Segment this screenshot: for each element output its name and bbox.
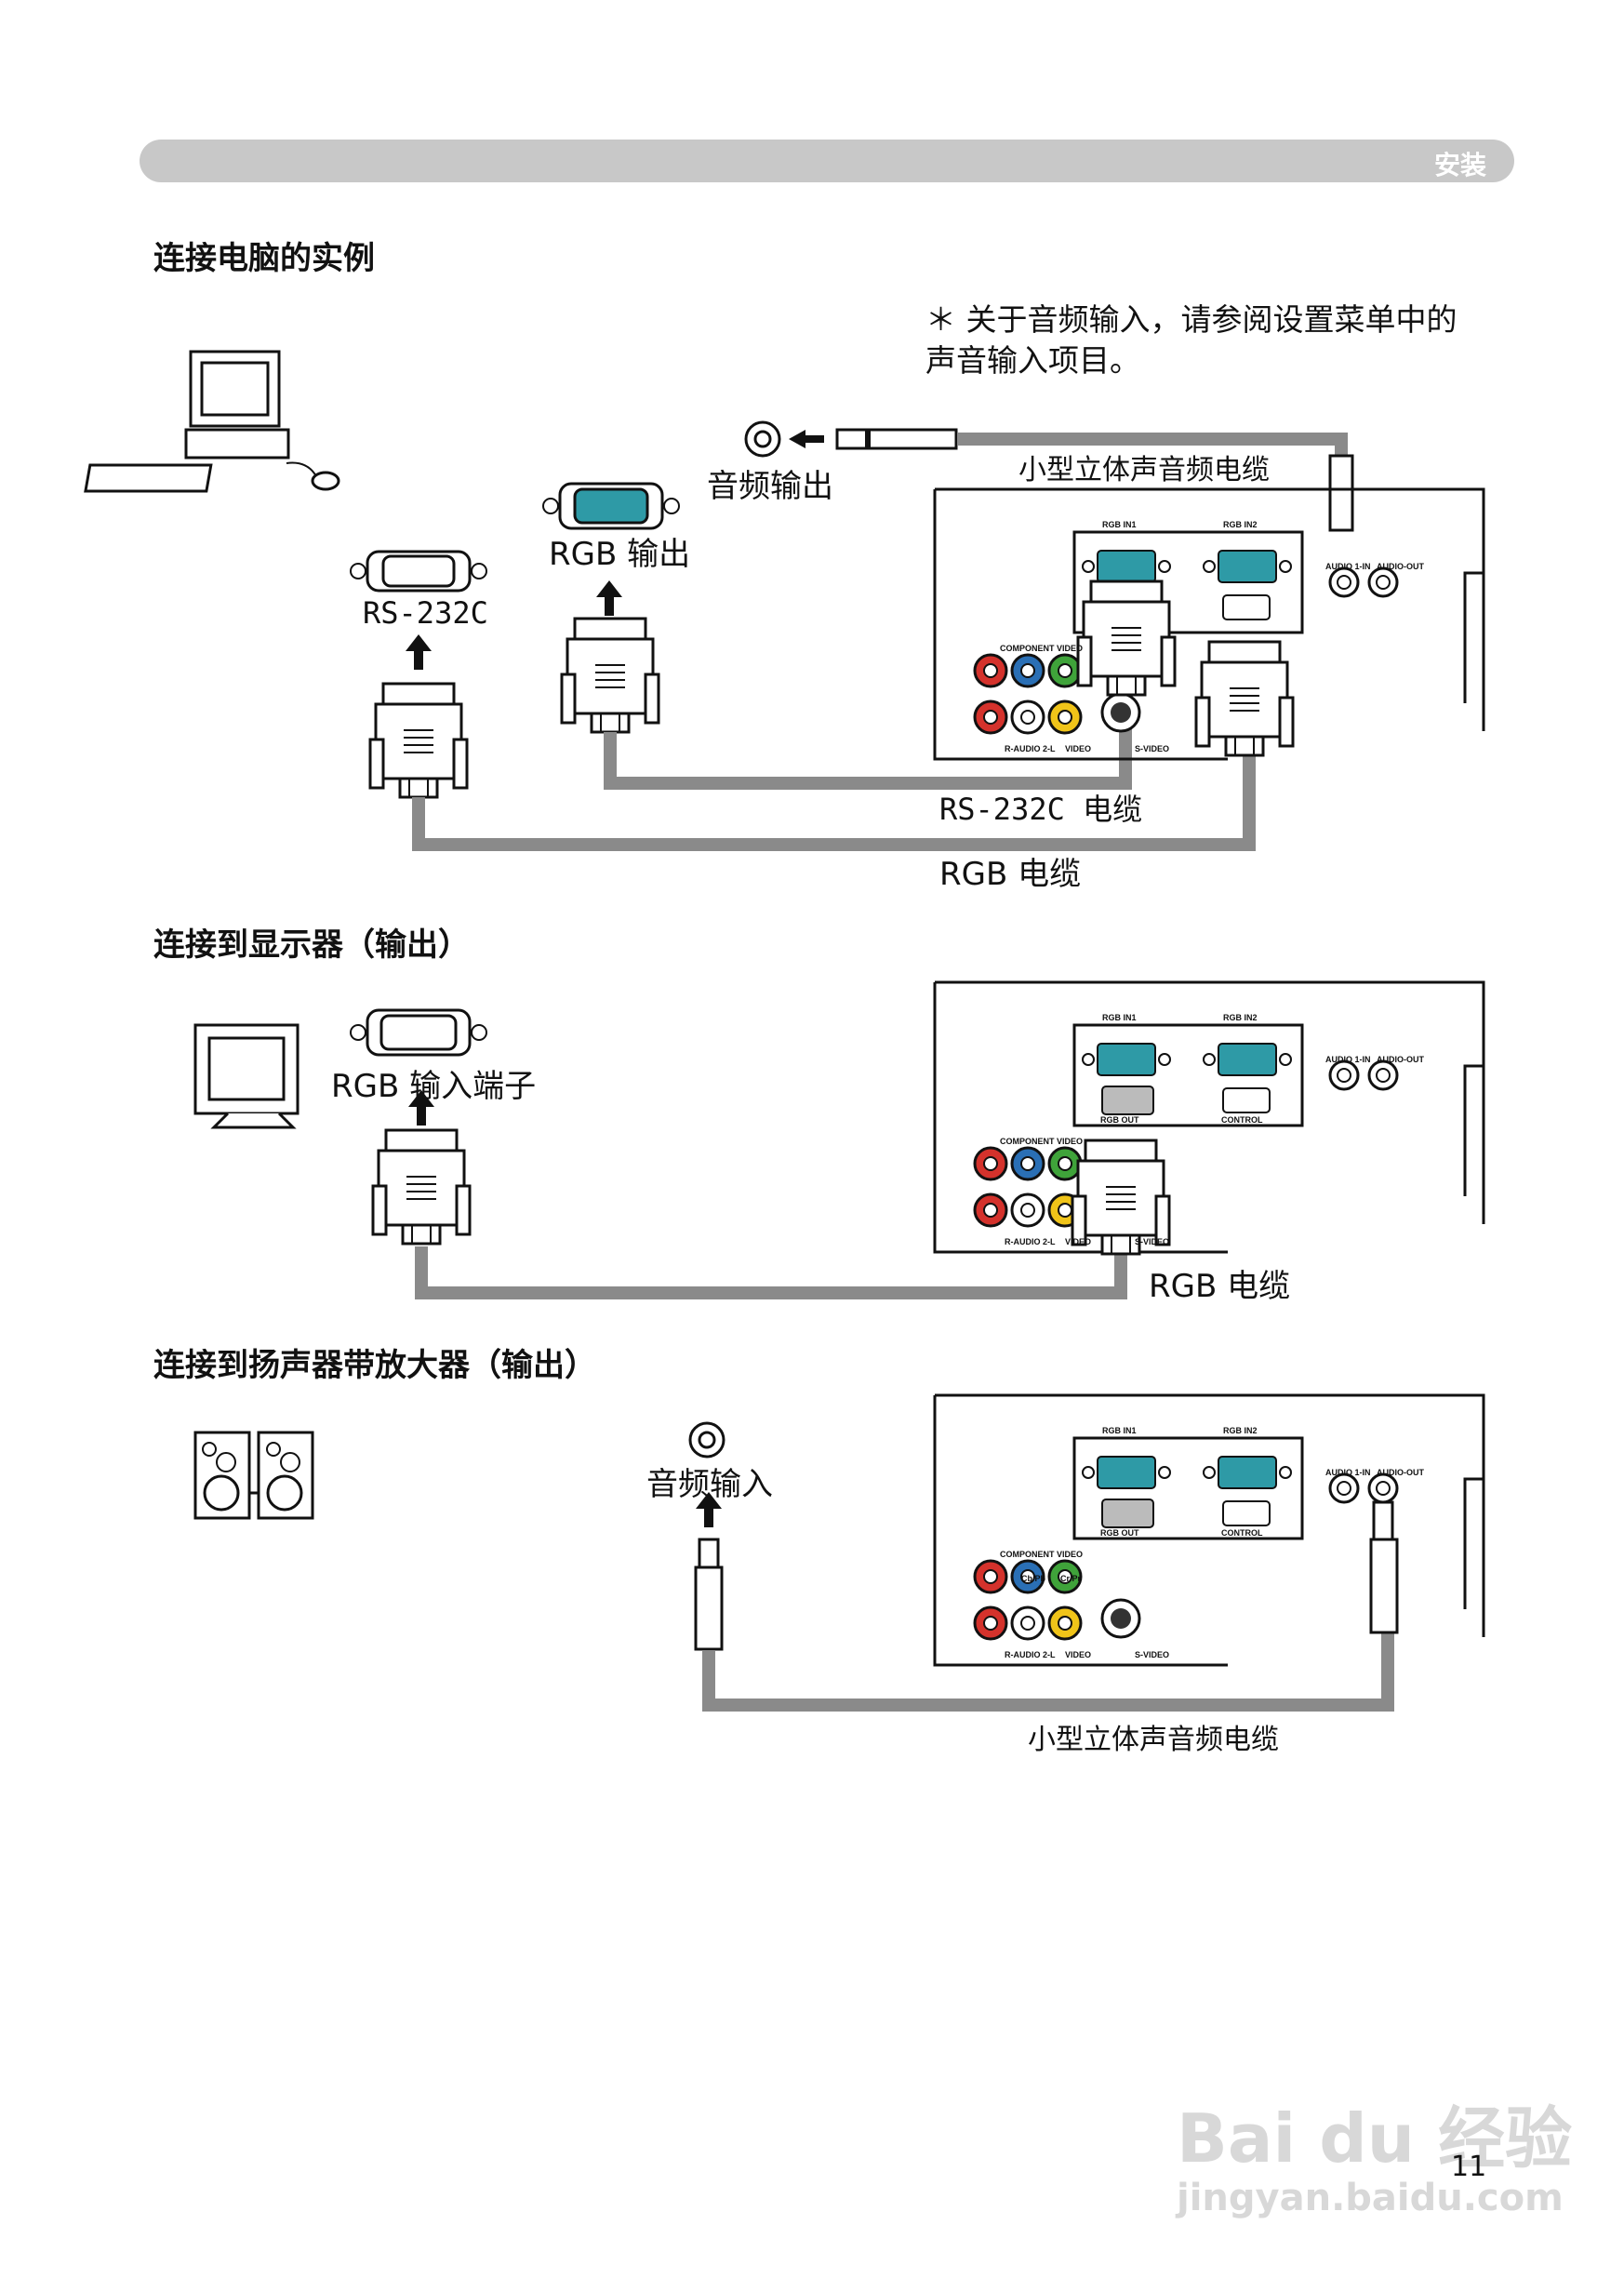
label-rgb-in1: RGB IN1 — [1102, 520, 1137, 529]
arrow-up-icon — [596, 580, 622, 616]
audio-in-label: 音频输入 — [646, 1466, 773, 1503]
speaker-icon — [193, 1431, 314, 1520]
label-component-video: COMPONENT VIDEO — [1000, 1550, 1083, 1559]
audio-note-line1: ＊ 关于音频输入，请参阅设置菜单中的 — [925, 301, 1458, 338]
label-rgb-in2: RGB IN2 — [1223, 1013, 1258, 1022]
audio-out-jack-icon — [744, 420, 824, 458]
projector-rs232c-plug-icon — [1194, 640, 1295, 757]
label-audio-out: AUDIO-OUT — [1377, 1468, 1424, 1477]
rgb-cable-label-2: RGB 电缆 — [1149, 1268, 1291, 1305]
projector-panel-2 — [933, 980, 1485, 1254]
projector-rgb-plug-icon — [1076, 579, 1177, 697]
label-rgb-in1: RGB IN1 — [1102, 1013, 1137, 1022]
mini-plug-icon — [694, 1538, 724, 1651]
audio-note: ＊ 关于音频输入，请参阅设置菜单中的 声音输入项目。 — [925, 300, 1458, 381]
label-s-video: S-VIDEO — [1135, 1237, 1169, 1246]
projector-labels-2: RGB IN1 RGB IN2 AUDIO 1-IN AUDIO-OUT RGB… — [1000, 1013, 1424, 1246]
label-rgb-in2: RGB IN2 — [1223, 520, 1258, 529]
label-audio1-in: AUDIO 1-IN — [1325, 562, 1371, 571]
rgb-cable-label: RGB 电缆 — [939, 856, 1082, 893]
projector-panel-3 — [933, 1393, 1485, 1667]
audio-out-label: 音频输出 — [707, 468, 833, 505]
label-r-audio: R-AUDIO 2-L — [1005, 1237, 1056, 1246]
watermark-url: jingyan.baidu.com — [1177, 2177, 1564, 2219]
label-r-audio: R-AUDIO 2-L — [1005, 1650, 1056, 1659]
audio-in-jack-icon — [688, 1421, 725, 1459]
label-audio-out: AUDIO-OUT — [1377, 562, 1424, 571]
label-rgb-out: RGB OUT — [1100, 1528, 1139, 1538]
label-video: VIDEO — [1065, 1650, 1091, 1659]
audio-note-line2: 声音输入项目。 — [925, 342, 1140, 379]
projector-labels-1: RGB IN1 RGB IN2 AUDIO 1-IN AUDIO-OUT COM… — [1000, 520, 1424, 753]
label-video: VIDEO — [1065, 744, 1091, 753]
rgb-in-port-icon — [350, 1008, 487, 1057]
rs232c-label: RS-232C — [363, 595, 488, 631]
label-control: CONTROL — [1221, 1115, 1263, 1125]
label-component-video: COMPONENT VIDEO — [1000, 1137, 1083, 1146]
computer-icon — [84, 350, 340, 493]
label-control: CONTROL — [1221, 1528, 1263, 1538]
label-video: VIDEO — [1065, 1237, 1091, 1246]
monitor-icon — [193, 1023, 300, 1129]
label-s-video: S-VIDEO — [1135, 1650, 1169, 1659]
rs232c-cable — [412, 749, 1256, 851]
monitor-rgb-plug-icon — [371, 1128, 472, 1246]
label-rgb-in2: RGB IN2 — [1223, 1426, 1258, 1435]
rgb-out-label: RGB 输出 — [549, 536, 691, 573]
section3-title: 连接到扬声器带放大器（输出） — [153, 1347, 596, 1384]
header-section-label: 安装 — [1433, 150, 1486, 180]
label-s-video: S-VIDEO — [1135, 744, 1169, 753]
label-component-video: COMPONENT VIDEO — [1000, 644, 1083, 653]
label-rgb-in1: RGB IN1 — [1102, 1426, 1137, 1435]
label-audio1-in: AUDIO 1-IN — [1325, 1468, 1371, 1477]
label-rgb-out: RGB OUT — [1100, 1115, 1139, 1125]
label-audio-out: AUDIO-OUT — [1377, 1055, 1424, 1064]
projector-labels-3: RGB IN1 RGB IN2 AUDIO 1-IN AUDIO-OUT RGB… — [1000, 1426, 1424, 1659]
label-audio1-in: AUDIO 1-IN — [1325, 1055, 1371, 1064]
projector-mini-plug-icon — [1369, 1500, 1399, 1634]
label-r-audio: R-AUDIO 2-L — [1005, 744, 1056, 753]
mini-stereo-cable-label: 小型立体声音频电缆 — [1018, 454, 1270, 486]
label-crpr: Cr/Pr — [1060, 1574, 1082, 1583]
rgb-cable-2 — [415, 1237, 1127, 1299]
rgb-plug-icon — [560, 617, 660, 734]
rs232c-plug-icon — [368, 682, 469, 799]
section1-title: 连接电脑的实例 — [153, 240, 375, 277]
label-cbpb: Cb/Pb — [1021, 1574, 1046, 1583]
header-bar: 安装 — [140, 140, 1514, 182]
arrow-up-icon — [406, 634, 432, 670]
page-number: 11 — [1451, 2151, 1487, 2183]
rgb-out-port-icon — [542, 482, 680, 530]
mini-stereo-cable-2 — [702, 1591, 1394, 1712]
rs232c-port-icon — [350, 550, 487, 593]
rs232c-cable-label: RS-232C 电缆 — [939, 792, 1143, 827]
rgb-in-label: RGB 输入端子 — [331, 1068, 537, 1105]
rgb-cable — [604, 684, 1132, 790]
section2-title: 连接到显示器（输出） — [153, 926, 470, 964]
watermark-brand: Bai du 经验 — [1177, 2099, 1573, 2178]
mini-stereo-cable-label-2: 小型立体声音频电缆 — [1028, 1724, 1279, 1756]
